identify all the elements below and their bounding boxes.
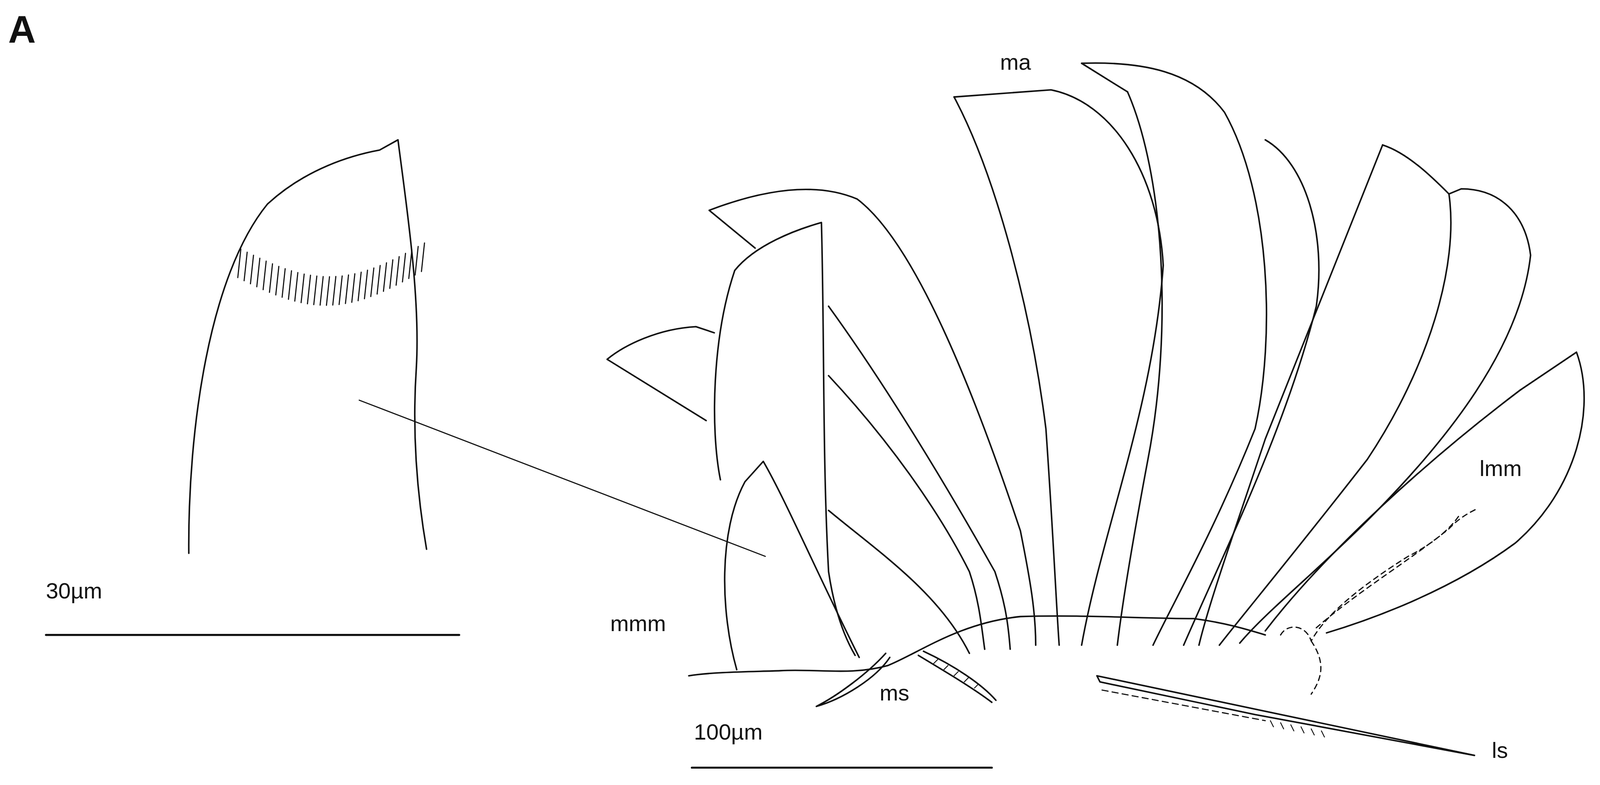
scale-bar-label: 30µm xyxy=(45,579,103,602)
striation xyxy=(269,263,273,293)
plate xyxy=(714,222,856,656)
plate-edge xyxy=(1199,145,1383,646)
plate xyxy=(724,461,860,670)
part-label: mmm xyxy=(610,612,666,635)
tip-outline xyxy=(188,139,427,554)
scale-bar xyxy=(691,766,992,769)
plate-edge xyxy=(828,510,970,653)
panel-letter: A xyxy=(7,10,36,49)
striation xyxy=(402,253,406,283)
striation xyxy=(376,265,381,295)
striation xyxy=(332,276,336,306)
striation xyxy=(294,272,299,302)
striation xyxy=(421,242,425,272)
striation xyxy=(358,272,362,301)
plate xyxy=(1326,351,1585,633)
striation xyxy=(263,261,267,290)
base-line xyxy=(688,615,1266,676)
striation xyxy=(389,259,393,289)
striation xyxy=(313,275,317,305)
striations xyxy=(237,242,425,305)
plate xyxy=(1219,145,1451,646)
striation xyxy=(320,276,324,306)
plate-edge xyxy=(954,96,1060,645)
seta-hatching xyxy=(933,659,979,688)
seta xyxy=(1097,675,1475,756)
scale-bar xyxy=(45,633,460,636)
plate xyxy=(709,189,1036,645)
plate xyxy=(1081,62,1267,645)
striation xyxy=(408,249,413,279)
seta xyxy=(918,651,997,703)
striation xyxy=(307,274,311,304)
striation xyxy=(383,262,387,292)
striation xyxy=(256,258,260,287)
striation xyxy=(244,252,248,281)
striation xyxy=(351,273,356,303)
striation xyxy=(370,267,374,297)
seta-hatching xyxy=(1270,720,1325,737)
striation xyxy=(282,268,286,298)
inner-structure xyxy=(1280,508,1478,694)
striation xyxy=(288,270,292,300)
part-label: ma xyxy=(999,51,1031,74)
striation xyxy=(326,276,330,306)
part-label: ls xyxy=(1492,738,1508,762)
part-label: lmm xyxy=(1479,457,1522,480)
plate xyxy=(954,89,1164,645)
striation xyxy=(339,275,343,305)
striation xyxy=(345,274,349,304)
striation xyxy=(364,270,368,299)
part-label: ms xyxy=(879,681,910,704)
striation xyxy=(396,256,400,286)
plate xyxy=(607,326,715,421)
seta xyxy=(816,653,890,707)
striation xyxy=(237,249,242,278)
striation xyxy=(301,273,305,303)
plate xyxy=(1183,139,1319,645)
striation xyxy=(250,255,254,284)
striation xyxy=(415,246,419,275)
striation xyxy=(275,266,279,295)
plate-edge xyxy=(828,375,985,649)
leader-line xyxy=(359,400,766,557)
scale-bar-label: 100µm xyxy=(693,720,763,743)
plate-edge xyxy=(828,306,1011,649)
plate-edge xyxy=(1265,389,1521,631)
plate-edge xyxy=(1117,91,1163,645)
seta-outline xyxy=(1101,689,1266,721)
